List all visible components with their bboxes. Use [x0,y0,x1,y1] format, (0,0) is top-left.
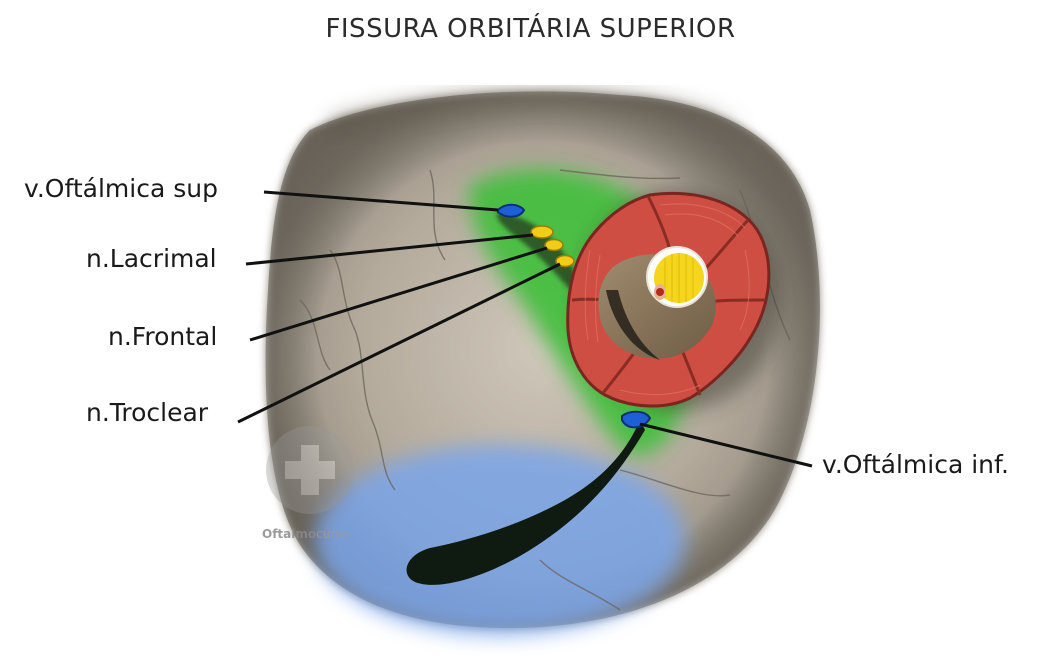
label-n-lacrimal: n.Lacrimal [86,244,217,273]
trochlear-nerve [555,254,575,268]
leader-v-oftalmica-sup [263,190,499,212]
watermark-brand-bold: Oftalmo [262,527,317,541]
leader-n-lacrimal [245,233,534,266]
leader-n-troclear [237,262,561,424]
superior-ophthalmic-vein [497,203,526,218]
label-n-frontal: n.Frontal [108,322,218,351]
label-n-troclear: n.Troclear [86,398,209,427]
watermark-text: Oftalmocurso [262,527,349,541]
frontal-nerve [544,238,564,252]
leader-v-oftalmica-inf [639,422,813,468]
optic-nerve [646,246,708,308]
diagram-title: FISSURA ORBITÁRIA SUPERIOR [325,14,736,44]
watermark-logo [266,426,354,514]
watermark-brand-light: curso [316,527,349,541]
leader-lines [237,190,813,468]
leader-n-frontal [249,246,548,342]
inferior-orbital-fissure [406,420,645,585]
superior-orbital-fissure [496,212,582,300]
label-v-oftalmica-inf: v.Oftálmica inf. [822,450,1009,479]
lacrimal-nerve [530,225,554,239]
label-v-oftalmica-sup: v.Oftálmica sup [24,174,218,203]
